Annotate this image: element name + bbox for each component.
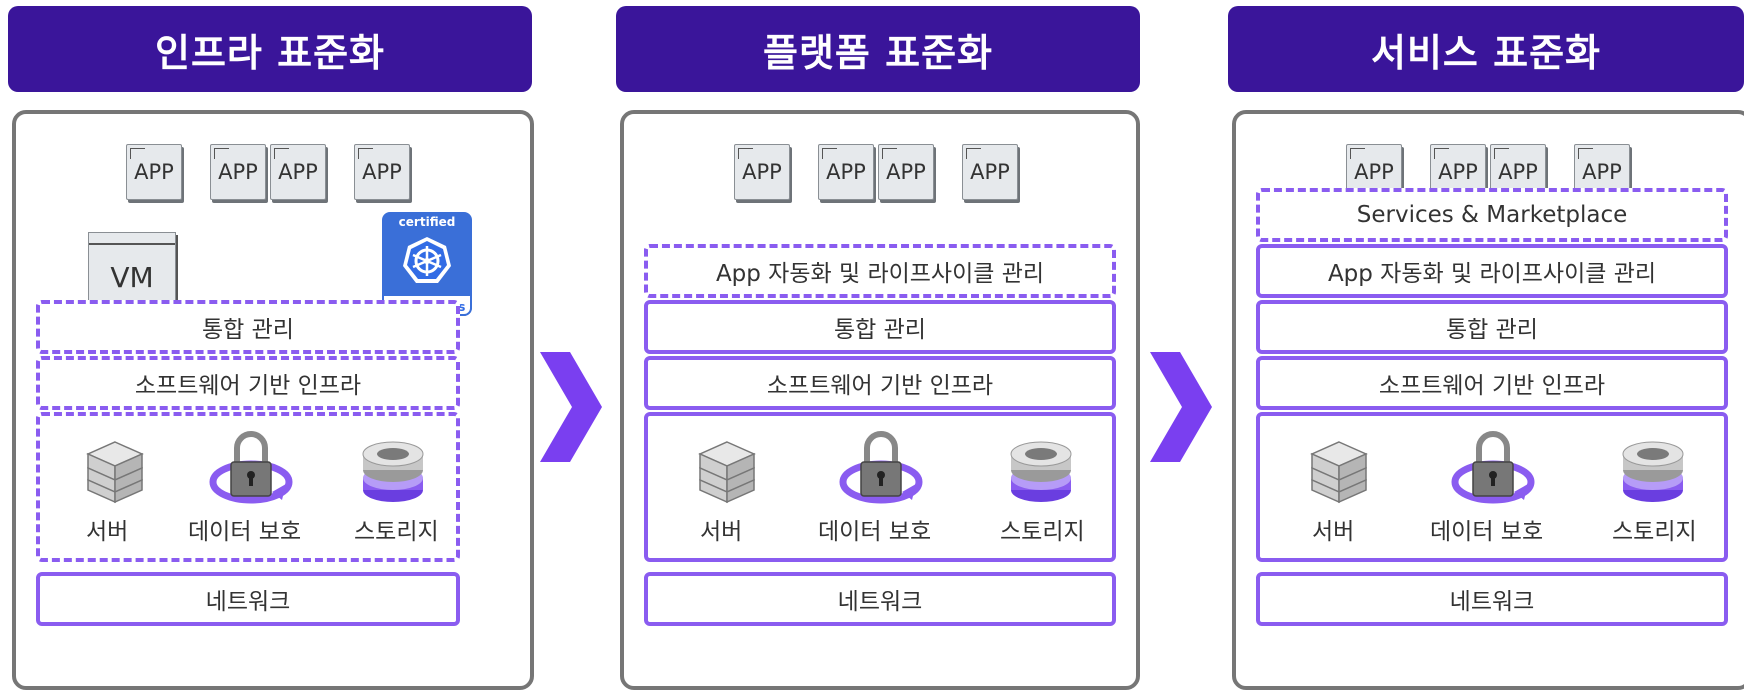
chevron-right-icon (540, 352, 602, 462)
column-title: 인프라 표준화 (8, 6, 532, 92)
kubernetes-certified-label: certified (398, 215, 456, 229)
vm-icon: VM (88, 232, 176, 312)
server-icon (86, 441, 144, 504)
storage-icon (1010, 441, 1072, 502)
app-icon: APP (734, 144, 790, 200)
column-title: 플랫폼 표준화 (616, 6, 1140, 92)
data-protection-icon (209, 431, 293, 504)
layer-services-marketplace: Services & Marketplace (1256, 188, 1728, 242)
infra-panel: APP APP APP APP VM certified kubernetes … (12, 110, 534, 690)
data-protection-label: 데이터 보호 (818, 519, 932, 545)
data-protection-label: 데이터 보호 (1430, 519, 1544, 545)
storage-icon (1622, 441, 1684, 502)
server-label: 서버 (1312, 519, 1355, 545)
kubernetes-helm-icon (403, 237, 451, 283)
layer-app-automation: App 자동화 및 라이프사이클 관리 (644, 244, 1116, 298)
data-protection-icon (1451, 431, 1535, 504)
service-resources-box: 서버 데이터 보호 스토리지 (1256, 412, 1728, 562)
data-protection-label: 데이터 보호 (188, 519, 302, 545)
data-protection-icon (839, 431, 923, 504)
layer-network: 네트워크 (36, 572, 460, 626)
server-label: 서버 (86, 519, 129, 545)
storage-label: 스토리지 (1000, 519, 1085, 545)
server-icon (698, 441, 756, 504)
storage-label: 스토리지 (354, 519, 439, 545)
app-icon: APP (126, 144, 182, 200)
storage-label: 스토리지 (1612, 519, 1697, 545)
layer-software-defined-infra: 소프트웨어 기반 인프라 (36, 356, 460, 410)
server-label: 서버 (700, 519, 743, 545)
infra-resources-box: 서버 데이터 보호 스토리지 (36, 412, 460, 562)
app-icon: APP (354, 144, 410, 200)
service-panel: APP APP APP APP Services & Marketplace A… (1232, 110, 1744, 690)
storage-icon (362, 441, 424, 502)
layer-network: 네트워크 (1256, 572, 1728, 626)
vm-label: VM (110, 260, 154, 294)
column-title: 서비스 표준화 (1228, 6, 1744, 92)
app-icon: APP (210, 144, 266, 200)
app-icon: APP (270, 144, 326, 200)
layer-unified-management: 통합 관리 (36, 300, 460, 354)
layer-software-defined-infra: 소프트웨어 기반 인프라 (1256, 356, 1728, 410)
layer-software-defined-infra: 소프트웨어 기반 인프라 (644, 356, 1116, 410)
server-icon (1310, 441, 1368, 504)
platform-panel: APP APP APP APP App 자동화 및 라이프사이클 관리 통합 관… (620, 110, 1140, 690)
app-icon: APP (818, 144, 874, 200)
layer-network: 네트워크 (644, 572, 1116, 626)
layer-app-automation: App 자동화 및 라이프사이클 관리 (1256, 244, 1728, 298)
platform-resources-box: 서버 데이터 보호 스토리지 (644, 412, 1116, 562)
app-icon: APP (962, 144, 1018, 200)
layer-unified-management: 통합 관리 (644, 300, 1116, 354)
app-icon: APP (878, 144, 934, 200)
layer-unified-management: 통합 관리 (1256, 300, 1728, 354)
chevron-right-icon (1150, 352, 1212, 462)
